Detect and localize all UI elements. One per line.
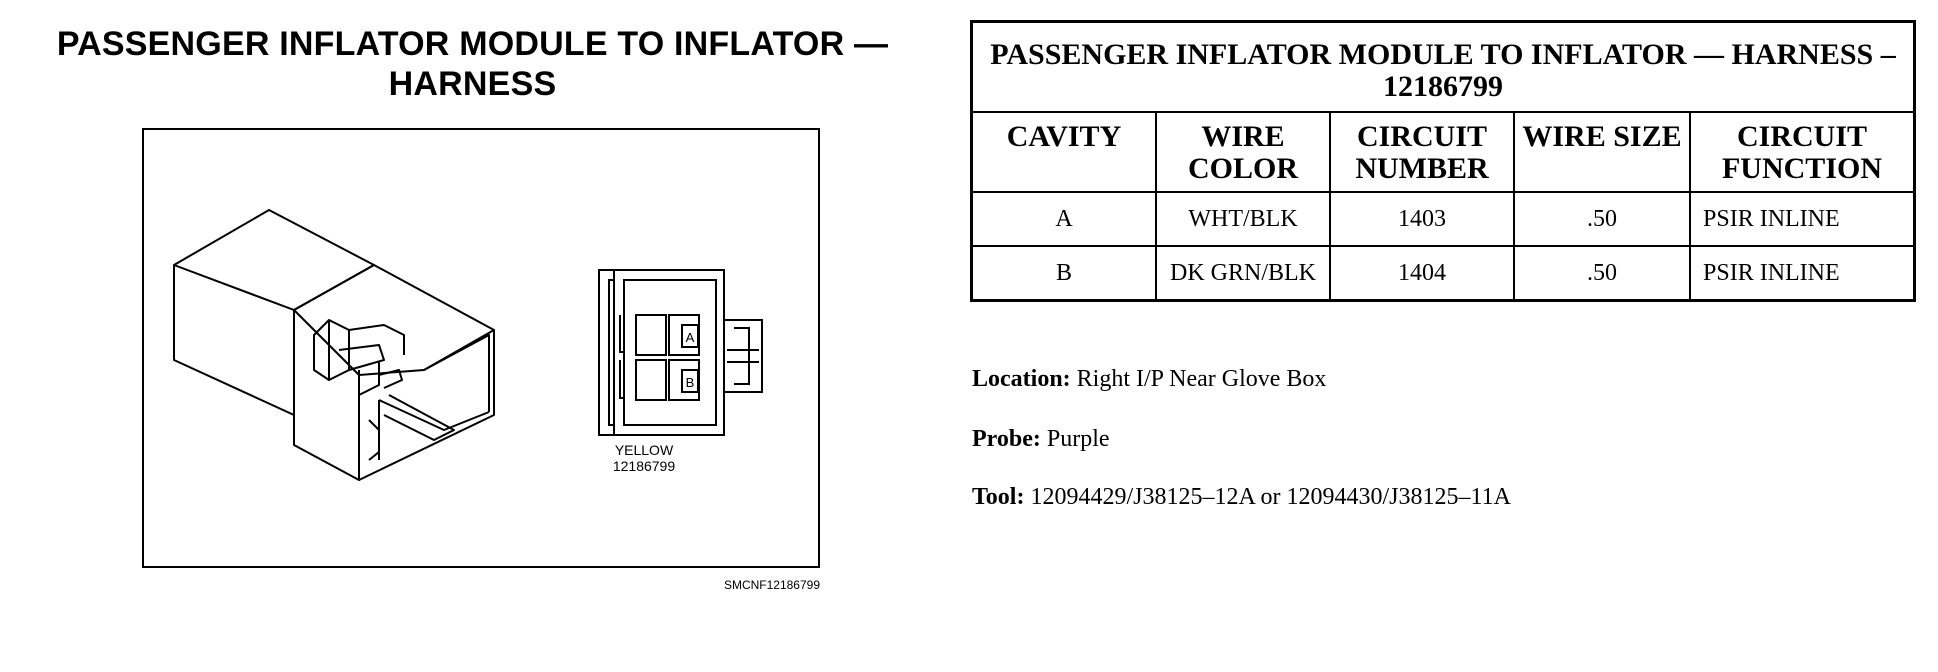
- connector-illustration: A B: [142, 128, 820, 568]
- cell-cavity: A: [970, 191, 1157, 247]
- header-cavity: CAVITY: [970, 111, 1157, 193]
- probe-label: Probe:: [972, 426, 1041, 452]
- table-title-row: PASSENGER INFLATOR MODULE TO INFLATOR — …: [970, 20, 1916, 113]
- cell-circuit-function: PSIR INLINE: [1689, 245, 1916, 302]
- header-circuit-number: CIRCUIT NUMBER: [1329, 111, 1515, 193]
- housing-top-face: [173, 209, 375, 311]
- table-row: B DK GRN/BLK 1404 .50 PSIR INLINE: [970, 245, 1916, 302]
- figure-code: SMCNF12186799: [723, 578, 820, 592]
- cavity-a-slot: [635, 314, 667, 356]
- cavity-b-slot: [635, 359, 667, 401]
- probe-value: Purple: [1046, 426, 1110, 452]
- cell-wire-color: DK GRN/BLK: [1155, 245, 1331, 302]
- location-value: Right I/P Near Glove Box: [1076, 366, 1327, 392]
- cell-circuit-number: 1403: [1329, 191, 1515, 247]
- connector-part-number-label: 12186799: [612, 458, 676, 474]
- cell-wire-size: .50: [1513, 245, 1691, 302]
- connector-title: PASSENGER INFLATOR MODULE TO INFLATOR — …: [56, 25, 889, 103]
- cavity-b-label: B: [686, 375, 695, 390]
- cell-circuit-function: PSIR INLINE: [1689, 191, 1916, 247]
- connector-drawing: A B: [173, 209, 763, 481]
- cell-circuit-number: 1404: [1329, 245, 1515, 302]
- table-row: A WHT/BLK 1403 .50 PSIR INLINE: [970, 191, 1916, 247]
- pinout-table: PASSENGER INFLATOR MODULE TO INFLATOR — …: [970, 20, 1916, 302]
- header-wire-color: WIRE COLOR: [1155, 111, 1331, 193]
- end-view-tab: [724, 319, 763, 393]
- cell-wire-color: WHT/BLK: [1155, 191, 1331, 247]
- tool-value: 12094429/J38125–12A or 12094430/J38125–1…: [1030, 484, 1511, 510]
- end-view-left-wall: [598, 269, 615, 436]
- cell-wire-size: .50: [1513, 191, 1691, 247]
- header-circuit-function: CIRCUIT FUNCTION: [1689, 111, 1916, 193]
- header-wire-size: WIRE SIZE: [1513, 111, 1691, 193]
- location-line: Location: Right I/P Near Glove Box: [972, 364, 1326, 394]
- tool-line: Tool: 12094429/J38125–12A or 12094430/J3…: [972, 482, 1511, 512]
- probe-line: Probe: Purple: [972, 424, 1110, 454]
- front-box-right-face: [358, 330, 495, 481]
- cell-cavity: B: [970, 245, 1157, 302]
- table-header-row: CAVITY WIRE COLOR CIRCUIT NUMBER WIRE SI…: [970, 111, 1916, 193]
- location-label: Location:: [972, 366, 1071, 392]
- table-title: PASSENGER INFLATOR MODULE TO INFLATOR — …: [970, 20, 1916, 113]
- tool-label: Tool:: [972, 484, 1025, 510]
- cavity-a-label: A: [686, 330, 695, 345]
- connector-color-label: YELLOW: [614, 442, 674, 458]
